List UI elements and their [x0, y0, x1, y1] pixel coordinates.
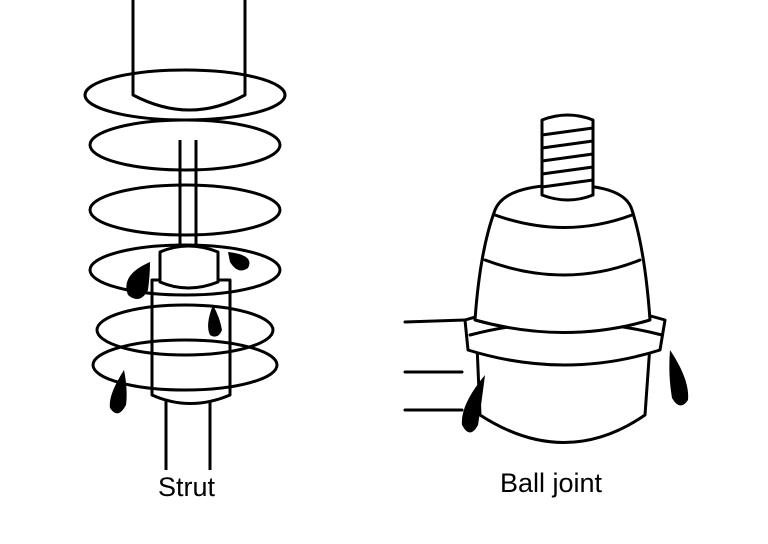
coil-spring — [83, 68, 287, 392]
strut-seal — [158, 244, 220, 290]
leak-drop-icon — [669, 350, 689, 406]
leak-drop-icon — [228, 252, 250, 271]
leak-drop-icon — [109, 370, 127, 414]
ball-joint-label: Ball joint — [500, 468, 603, 498]
control-arm-line — [403, 318, 467, 412]
strut-top-mount — [131, 0, 247, 112]
strut-body — [150, 278, 232, 405]
strut-label: Strut — [158, 472, 216, 502]
strut-lower-tube — [164, 395, 212, 470]
ball-joint-boot — [473, 183, 652, 334]
ball-joint-drawing — [403, 113, 689, 444]
leak-drop-icon — [126, 262, 150, 299]
strut-drawing — [83, 0, 287, 470]
stud-threads — [540, 126, 595, 189]
leak-drop-icon — [208, 305, 222, 337]
ball-joint-lower-cup — [475, 343, 652, 444]
leak-drop-icon — [461, 375, 485, 433]
